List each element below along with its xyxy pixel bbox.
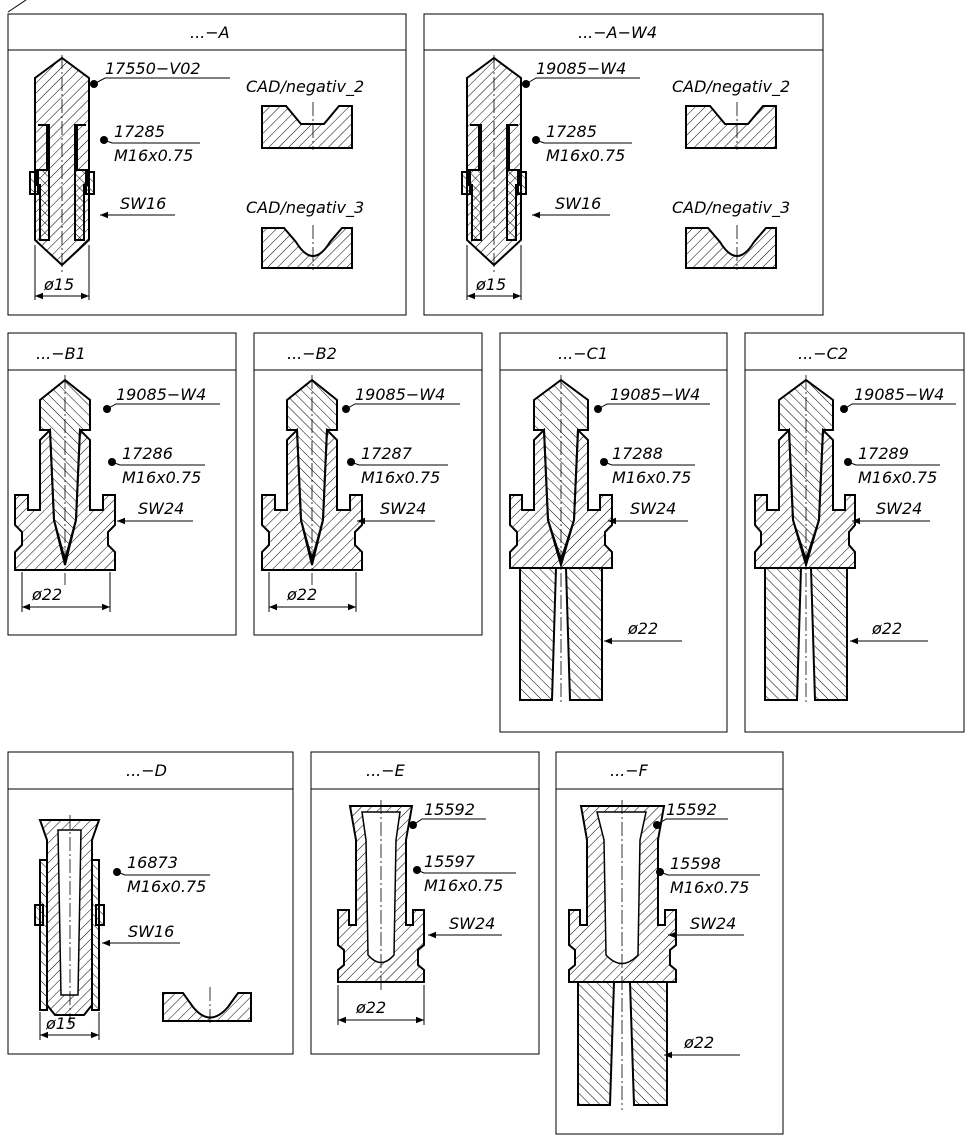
thread-label: M16x0.75 [670,878,749,897]
wrench-size-label: SW24 [380,499,426,518]
panel-title: ...−A [190,23,230,42]
diameter-label: ø22 [31,585,62,604]
panel-E: ...−E ø22 15592 15597 M16x0.75 SW24 [310,751,540,1055]
part-number-label: 15592 [666,800,717,819]
part-number-label: 15597 [424,852,476,871]
nozzle-body-drawing [568,800,677,1110]
part-number-label: 17286 [122,444,173,463]
panel-title: ...−F [610,761,649,780]
nozzle-needle-drawing [461,55,527,300]
cad-negative-profile [162,992,252,1022]
cad-label: CAD/negativ_2 [672,77,790,97]
diameter-label: ø15 [43,275,74,294]
cad-label: CAD/negativ_3 [246,198,364,218]
panel-C2: ...−C2 19085−W4 17289 M16x0.75 SW24 ø22 [744,332,965,733]
thread-label: M16x0.75 [858,468,937,487]
part-number-label: 17287 [361,444,413,463]
nozzle-needle-drawing [29,55,95,300]
corner-bracket [7,0,27,13]
part-number-label: 15592 [424,800,475,819]
panel-A: ...−A ø15 17550−V02 17285 M16x0.75 SW16 … [7,13,407,316]
part-number-label: 19085−W4 [854,385,944,404]
part-number-label: 19085−W4 [610,385,700,404]
cad-label: CAD/negativ_3 [672,198,790,218]
nozzle-needle-drawing [261,375,363,612]
diameter-label: ø22 [683,1033,714,1052]
wrench-size-label: SW16 [555,194,601,213]
part-number-label: 19085−W4 [116,385,206,404]
thread-label: M16x0.75 [127,877,206,896]
panel-title: ...−B2 [287,344,337,363]
panel-title: ...−C1 [558,344,608,363]
part-number-label: 15598 [670,854,721,873]
diameter-label: ø22 [627,619,658,638]
wrench-size-label: SW16 [128,922,174,941]
panel-title: ...−A−W4 [578,23,657,42]
diameter-label: ø22 [355,998,386,1017]
part-number-label: 16873 [127,853,178,872]
part-number-label: 17550−V02 [105,59,201,78]
panel-title: ...−D [126,761,167,780]
thread-label: M16x0.75 [612,468,691,487]
panel-F: ...−F 15592 15598 M16x0.75 SW24 ø22 [555,751,784,1135]
part-number-label: 17289 [858,444,909,463]
panel-title: ...−C2 [798,344,848,363]
wrench-size-label: SW24 [630,499,676,518]
panel-A-W4: ...−A−W4 ø15 19085−W4 17285 M16x0.75 SW1… [423,13,824,316]
panel-title: ...−E [366,761,406,780]
part-number-label: 17285 [546,122,597,141]
thread-label: M16x0.75 [424,876,503,895]
panel-title: ...−B1 [36,344,86,363]
panel-D: ...−D ø15 16873 M16x0.75 SW16 [7,751,294,1055]
nozzle-body-drawing [34,815,105,1040]
thread-label: M16x0.75 [122,468,201,487]
nozzle-body-drawing [337,800,425,1025]
wrench-size-label: SW24 [449,914,495,933]
thread-label: M16x0.75 [361,468,440,487]
part-number-label: 19085−W4 [355,385,445,404]
wrench-size-label: SW24 [138,499,184,518]
nozzle-needle-drawing [14,375,116,612]
diameter-label: ø22 [871,619,902,638]
diameter-label: ø15 [475,275,506,294]
panel-C1: ...−C1 19085−W4 17288 M16x0.75 SW24 ø22 [499,332,728,733]
part-number-label: 17285 [114,122,165,141]
part-number-label: 17288 [612,444,663,463]
cad-label: CAD/negativ_2 [246,77,364,97]
thread-label: M16x0.75 [114,146,193,165]
nozzle-needle-drawing [754,375,856,705]
wrench-size-label: SW24 [690,914,736,933]
panel-B1: ...−B1 ø22 19085−W4 17286 M16x0.75 SW24 [7,332,237,636]
wrench-size-label: SW16 [120,194,166,213]
wrench-size-label: SW24 [876,499,922,518]
nozzle-needle-drawing [509,375,613,705]
diameter-label: ø22 [286,585,317,604]
thread-label: M16x0.75 [546,146,625,165]
diameter-label: ø15 [45,1014,76,1033]
panel-B2: ...−B2 ø22 19085−W4 17287 M16x0.75 SW24 [253,332,483,636]
part-number-label: 19085−W4 [536,59,626,78]
